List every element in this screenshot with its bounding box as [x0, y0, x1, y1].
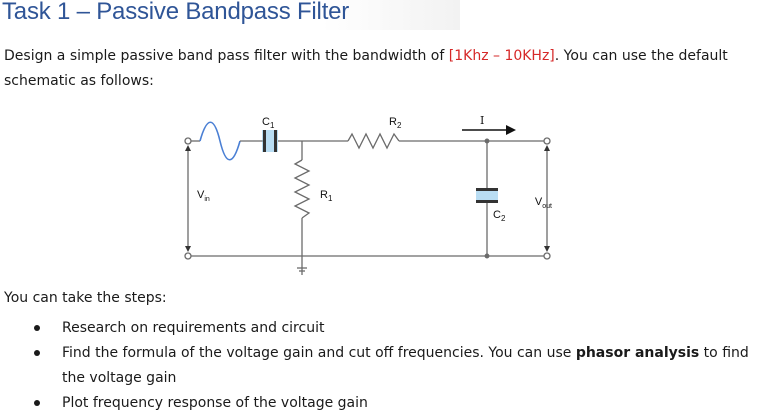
- label-vout: Vout: [535, 196, 552, 210]
- intro-paragraph: Design a simple passive band pass filter…: [4, 44, 772, 94]
- label-vin: Vin: [197, 189, 210, 203]
- resistor-r1: [293, 159, 311, 219]
- label-c1: C1: [262, 116, 275, 130]
- phasor-analysis-bold: phasor analysis: [575, 345, 700, 361]
- page-title: Task 1 – Passive Bandpass Filter: [2, 0, 350, 25]
- circuit-schematic: C1 R2 I Vin R1 C2 Vout: [184, 114, 552, 275]
- steps-heading: You can take the steps:: [4, 290, 167, 306]
- step-text: Find the formula of the voltage gain and…: [62, 345, 749, 386]
- bullet-icon: [34, 325, 40, 331]
- intro-text-a: Design a simple passive band pass filter…: [4, 48, 449, 64]
- intro-text-b: . You can use the default schematic as f…: [4, 48, 728, 89]
- capacitor-c2: [476, 188, 498, 203]
- bullet-icon: [34, 350, 40, 356]
- bullet-icon: [34, 400, 40, 406]
- label-current: I: [480, 114, 484, 127]
- step-text: Research on requirements and circuit: [62, 320, 325, 336]
- capacitor-c1: [262, 130, 278, 152]
- title-banner: Task 1 – Passive Bandpass Filter: [0, 0, 460, 30]
- label-r1: R1: [320, 189, 333, 203]
- ac-source-icon: [199, 121, 241, 161]
- bandwidth-range: [1Khz – 10KHz]: [448, 48, 555, 64]
- input-terminal-top: [184, 137, 192, 145]
- label-r2: R2: [389, 116, 402, 130]
- step-text: Plot frequency response of the voltage g…: [62, 395, 368, 411]
- output-terminal-bottom: [543, 252, 551, 260]
- resistor-r2: [347, 132, 400, 150]
- label-c2: C2: [493, 209, 506, 223]
- input-terminal-bottom: [184, 252, 192, 260]
- output-terminal-top: [543, 137, 551, 145]
